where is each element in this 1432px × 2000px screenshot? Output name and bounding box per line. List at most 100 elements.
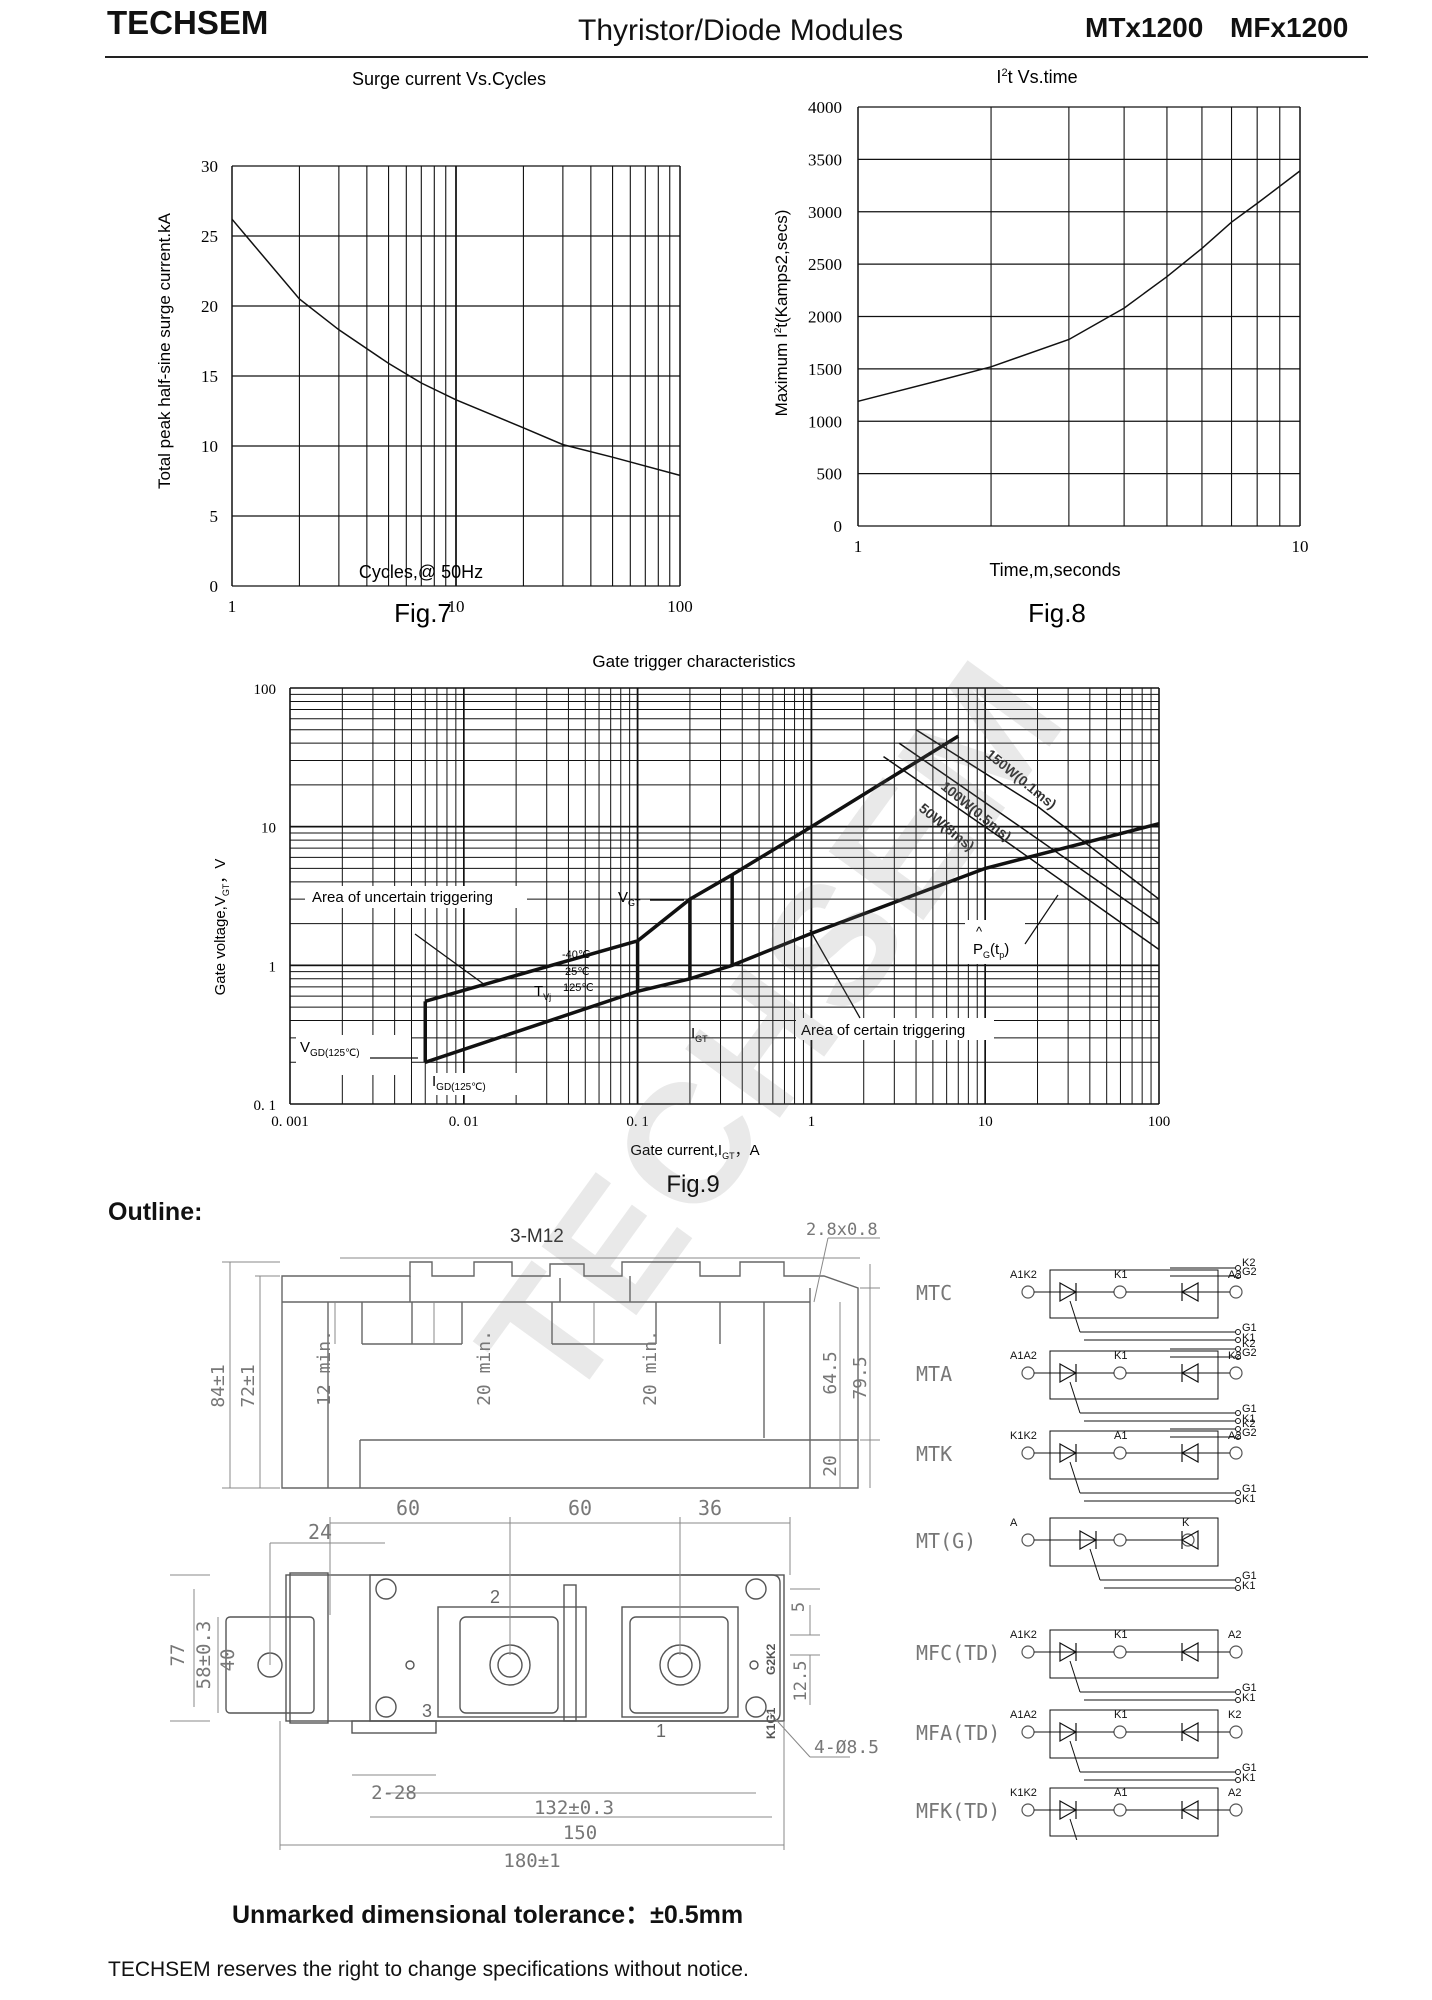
schematic-name: MTK xyxy=(916,1442,952,1466)
schematic-frame xyxy=(1049,1629,1219,1679)
dim-chamfer: 2.8x0.8 xyxy=(806,1220,878,1240)
terminal-node xyxy=(1113,1285,1127,1299)
dim-24: 24 xyxy=(308,1520,332,1544)
pg-label: PG(tp) xyxy=(973,941,1009,960)
lead-label: K1 xyxy=(1242,1692,1255,1704)
terminal-label: K1 xyxy=(1114,1350,1127,1362)
x-tick-label: 1 xyxy=(228,597,237,616)
dim-hole: 4-Ø8.5 xyxy=(814,1737,879,1758)
igd-label: IGD(125℃) xyxy=(432,1073,486,1093)
x-tick-label: 100 xyxy=(667,597,693,616)
chart-xlabel: Gate current,IGT，A xyxy=(630,1142,759,1161)
lead-end xyxy=(1235,1418,1241,1424)
schematic-mfktd: MFK(TD)K1K2A1A2G1K1 xyxy=(916,1787,1243,1840)
fig9-caption: Fig.9 xyxy=(666,1171,719,1198)
terminal-label: K1K2 xyxy=(1010,1787,1037,1799)
dim-12min: 12 min. xyxy=(314,1330,335,1406)
y-tick-label: 0. 1 xyxy=(254,1098,277,1114)
dim-180: 180±1 xyxy=(503,1850,560,1872)
lead-label: K1 xyxy=(1242,1332,1255,1344)
y-tick-label: 0 xyxy=(834,517,843,536)
lead-end xyxy=(1235,1410,1241,1416)
y-tick-label: 20 xyxy=(201,297,218,316)
schematic-frame xyxy=(1049,1787,1219,1837)
lead-end xyxy=(1235,1689,1241,1695)
gate-lead xyxy=(1089,1548,1101,1581)
lead-label: K2 xyxy=(1242,1257,1255,1269)
part-number-mf: MFx1200 xyxy=(1230,12,1349,43)
terminal-node xyxy=(1181,1533,1195,1547)
terminal-1: 1 xyxy=(656,1721,666,1741)
y-tick-label: 10 xyxy=(201,437,218,456)
gate-series-line xyxy=(898,742,1160,925)
terminal-label: K2 xyxy=(1228,1350,1241,1362)
terminal-label: K1K2 xyxy=(1010,1430,1037,1442)
lead-end xyxy=(1235,1490,1241,1496)
terminal-node xyxy=(1113,1366,1127,1380)
temp-label-1: -40℃ xyxy=(562,949,590,961)
terminal-3: 3 xyxy=(422,1701,432,1721)
diode-symbol xyxy=(1059,1362,1078,1384)
y-tick-label: 2000 xyxy=(808,308,842,327)
chart-grid xyxy=(231,165,681,587)
vgt-label: VGT xyxy=(618,889,641,908)
dim-795: 79.5 xyxy=(850,1356,871,1399)
x-tick-label: 10 xyxy=(1292,537,1309,556)
y-tick-label: 30 xyxy=(201,157,218,176)
y-tick-label: 100 xyxy=(254,682,277,698)
chart-series xyxy=(423,729,1160,1064)
terminal-label: A2 xyxy=(1228,1629,1241,1641)
dim-132: 132±0.3 xyxy=(534,1797,614,1819)
terminal-node xyxy=(1021,1366,1035,1380)
header: TECHSEM Thyristor/Diode Modules MTx1200 … xyxy=(0,0,1432,60)
terminal-label: A1 xyxy=(1114,1430,1127,1442)
terminal-2: 2 xyxy=(490,1587,500,1607)
schematic-frame xyxy=(1049,1350,1219,1400)
schematic-name: MTA xyxy=(916,1362,952,1386)
diode-symbol xyxy=(1180,1442,1199,1464)
terminal-node xyxy=(1021,1803,1035,1817)
y-tick-label: 25 xyxy=(201,227,218,246)
lead-label: K2 xyxy=(1242,1338,1255,1350)
dim-77: 77 xyxy=(170,1644,189,1667)
top-view-body xyxy=(225,1572,785,1734)
gate-series-line xyxy=(424,734,960,1003)
terminal-node xyxy=(1021,1446,1035,1460)
schematic-frame xyxy=(1049,1269,1219,1319)
top-view-drawing: 60 60 36 24 77 58±0.3 40 5 12.5 4-Ø8.5 2… xyxy=(170,1496,879,1872)
lead-label: G2 xyxy=(1242,1266,1257,1278)
diode-symbol xyxy=(1180,1721,1199,1743)
terminal-node xyxy=(1021,1645,1035,1659)
chart-grid xyxy=(289,687,1160,1105)
dim-40: 40 xyxy=(217,1649,239,1672)
header-rule xyxy=(105,56,1368,58)
terminal-label: A2 xyxy=(1228,1430,1241,1442)
terminal-label: A xyxy=(1010,1517,1018,1529)
fig9-chart: Gate trigger characteristics 0. 11101000… xyxy=(212,652,1171,1198)
terminal-node xyxy=(1229,1803,1243,1817)
terminal-node xyxy=(1229,1645,1243,1659)
terminal-node xyxy=(1021,1285,1035,1299)
dim-150: 150 xyxy=(563,1822,597,1844)
dim-20min-a: 20 min. xyxy=(474,1330,495,1406)
side-view-body xyxy=(281,1261,859,1489)
diode-symbol xyxy=(1180,1641,1199,1663)
y-tick-label: 4000 xyxy=(808,98,842,117)
terminal-node xyxy=(1113,1803,1127,1817)
lead-label: G1 xyxy=(1242,1322,1257,1334)
lead-label: G1 xyxy=(1242,1403,1257,1415)
igt-label: IGT xyxy=(691,1025,708,1044)
dim-60a: 60 xyxy=(396,1496,420,1520)
terminal-label: A1A2 xyxy=(1010,1709,1037,1721)
terminal-node xyxy=(1229,1446,1243,1460)
y-tick-label: 1500 xyxy=(808,360,842,379)
lead-end xyxy=(1235,1329,1241,1335)
fig8-chart: I2t Vs.time 0500100015002000250030003500… xyxy=(772,67,1309,628)
chart-ylabel: Gate voltage,VGT，V xyxy=(212,859,231,996)
